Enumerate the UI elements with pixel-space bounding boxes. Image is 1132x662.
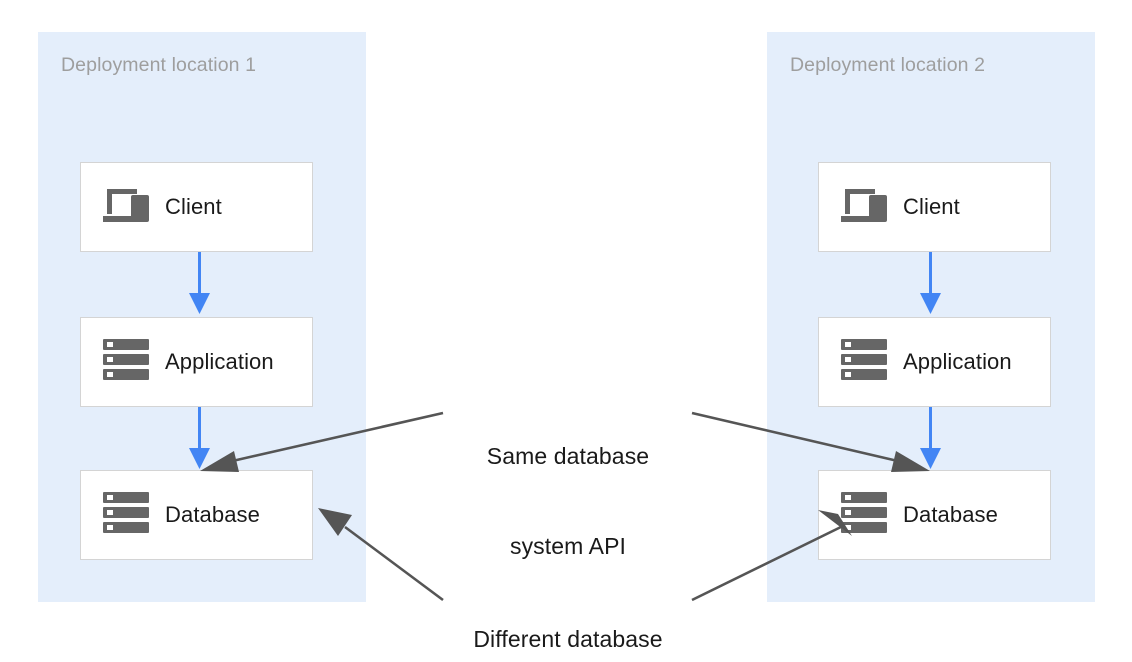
node-application-2[interactable]: Application <box>818 317 1051 407</box>
node-client-1-label: Client <box>165 194 222 219</box>
node-database-2-label: Database <box>903 502 998 527</box>
node-client-2[interactable]: Client <box>818 162 1051 252</box>
node-application-2-label: Application <box>903 349 1012 374</box>
annotation-same-database-system-api: Same database system API <box>446 381 690 621</box>
node-application-1[interactable]: Application <box>80 317 313 407</box>
node-database-1[interactable]: Database <box>80 470 313 560</box>
deployment-location-1-title: Deployment location 1 <box>61 54 257 76</box>
node-application-1-label: Application <box>165 349 274 374</box>
annotation-api-line-2: system API <box>509 533 627 559</box>
server-stack-icon <box>103 338 149 387</box>
node-database-2[interactable]: Database <box>818 470 1051 560</box>
server-stack-icon <box>103 491 149 540</box>
annotation-api-line-1: Same database <box>486 443 650 469</box>
devices-icon <box>103 185 149 230</box>
annotation-diff-line-1: Different database <box>473 626 663 652</box>
server-stack-icon <box>841 338 887 387</box>
server-stack-icon <box>841 491 887 540</box>
annotation-different-database-system: Different database system <box>446 564 690 662</box>
devices-icon <box>841 185 887 230</box>
node-client-1[interactable]: Client <box>80 162 313 252</box>
node-database-1-label: Database <box>165 502 260 527</box>
node-client-2-label: Client <box>903 194 960 219</box>
deployment-location-2-title: Deployment location 2 <box>790 54 986 76</box>
